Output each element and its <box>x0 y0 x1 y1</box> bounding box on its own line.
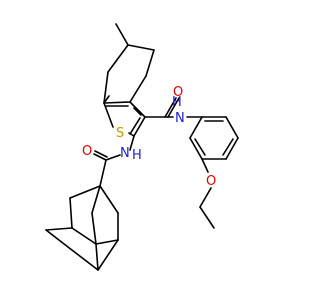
ether-oxygen-label: O <box>206 174 216 189</box>
bond-thiophene-double <box>129 117 141 135</box>
thiophene-ring <box>103 95 146 137</box>
phenyl-ring <box>189 116 239 160</box>
amide-hydrogen-right-label: H <box>172 95 182 110</box>
lower-amide <box>93 135 135 187</box>
structure-diagram: S O N H N H O O <box>45 23 239 271</box>
amide-nitrogen-left-label: N <box>120 146 130 161</box>
amide-oxygen-top-label: O <box>173 85 183 100</box>
molecule-drawing: S O N H N H O O <box>45 23 239 271</box>
upper-amide <box>144 97 203 118</box>
bond-methyl <box>115 23 129 46</box>
cyclohexene-ring <box>103 44 155 104</box>
amide-hydrogen-left-label: H <box>132 148 142 163</box>
amide-oxygen-left-label: O <box>82 144 92 159</box>
sulfur-label: S <box>116 126 124 141</box>
adamantane-cage <box>45 185 119 271</box>
amide-nitrogen-right-label: N <box>175 111 185 126</box>
ethoxy-group <box>199 158 215 229</box>
